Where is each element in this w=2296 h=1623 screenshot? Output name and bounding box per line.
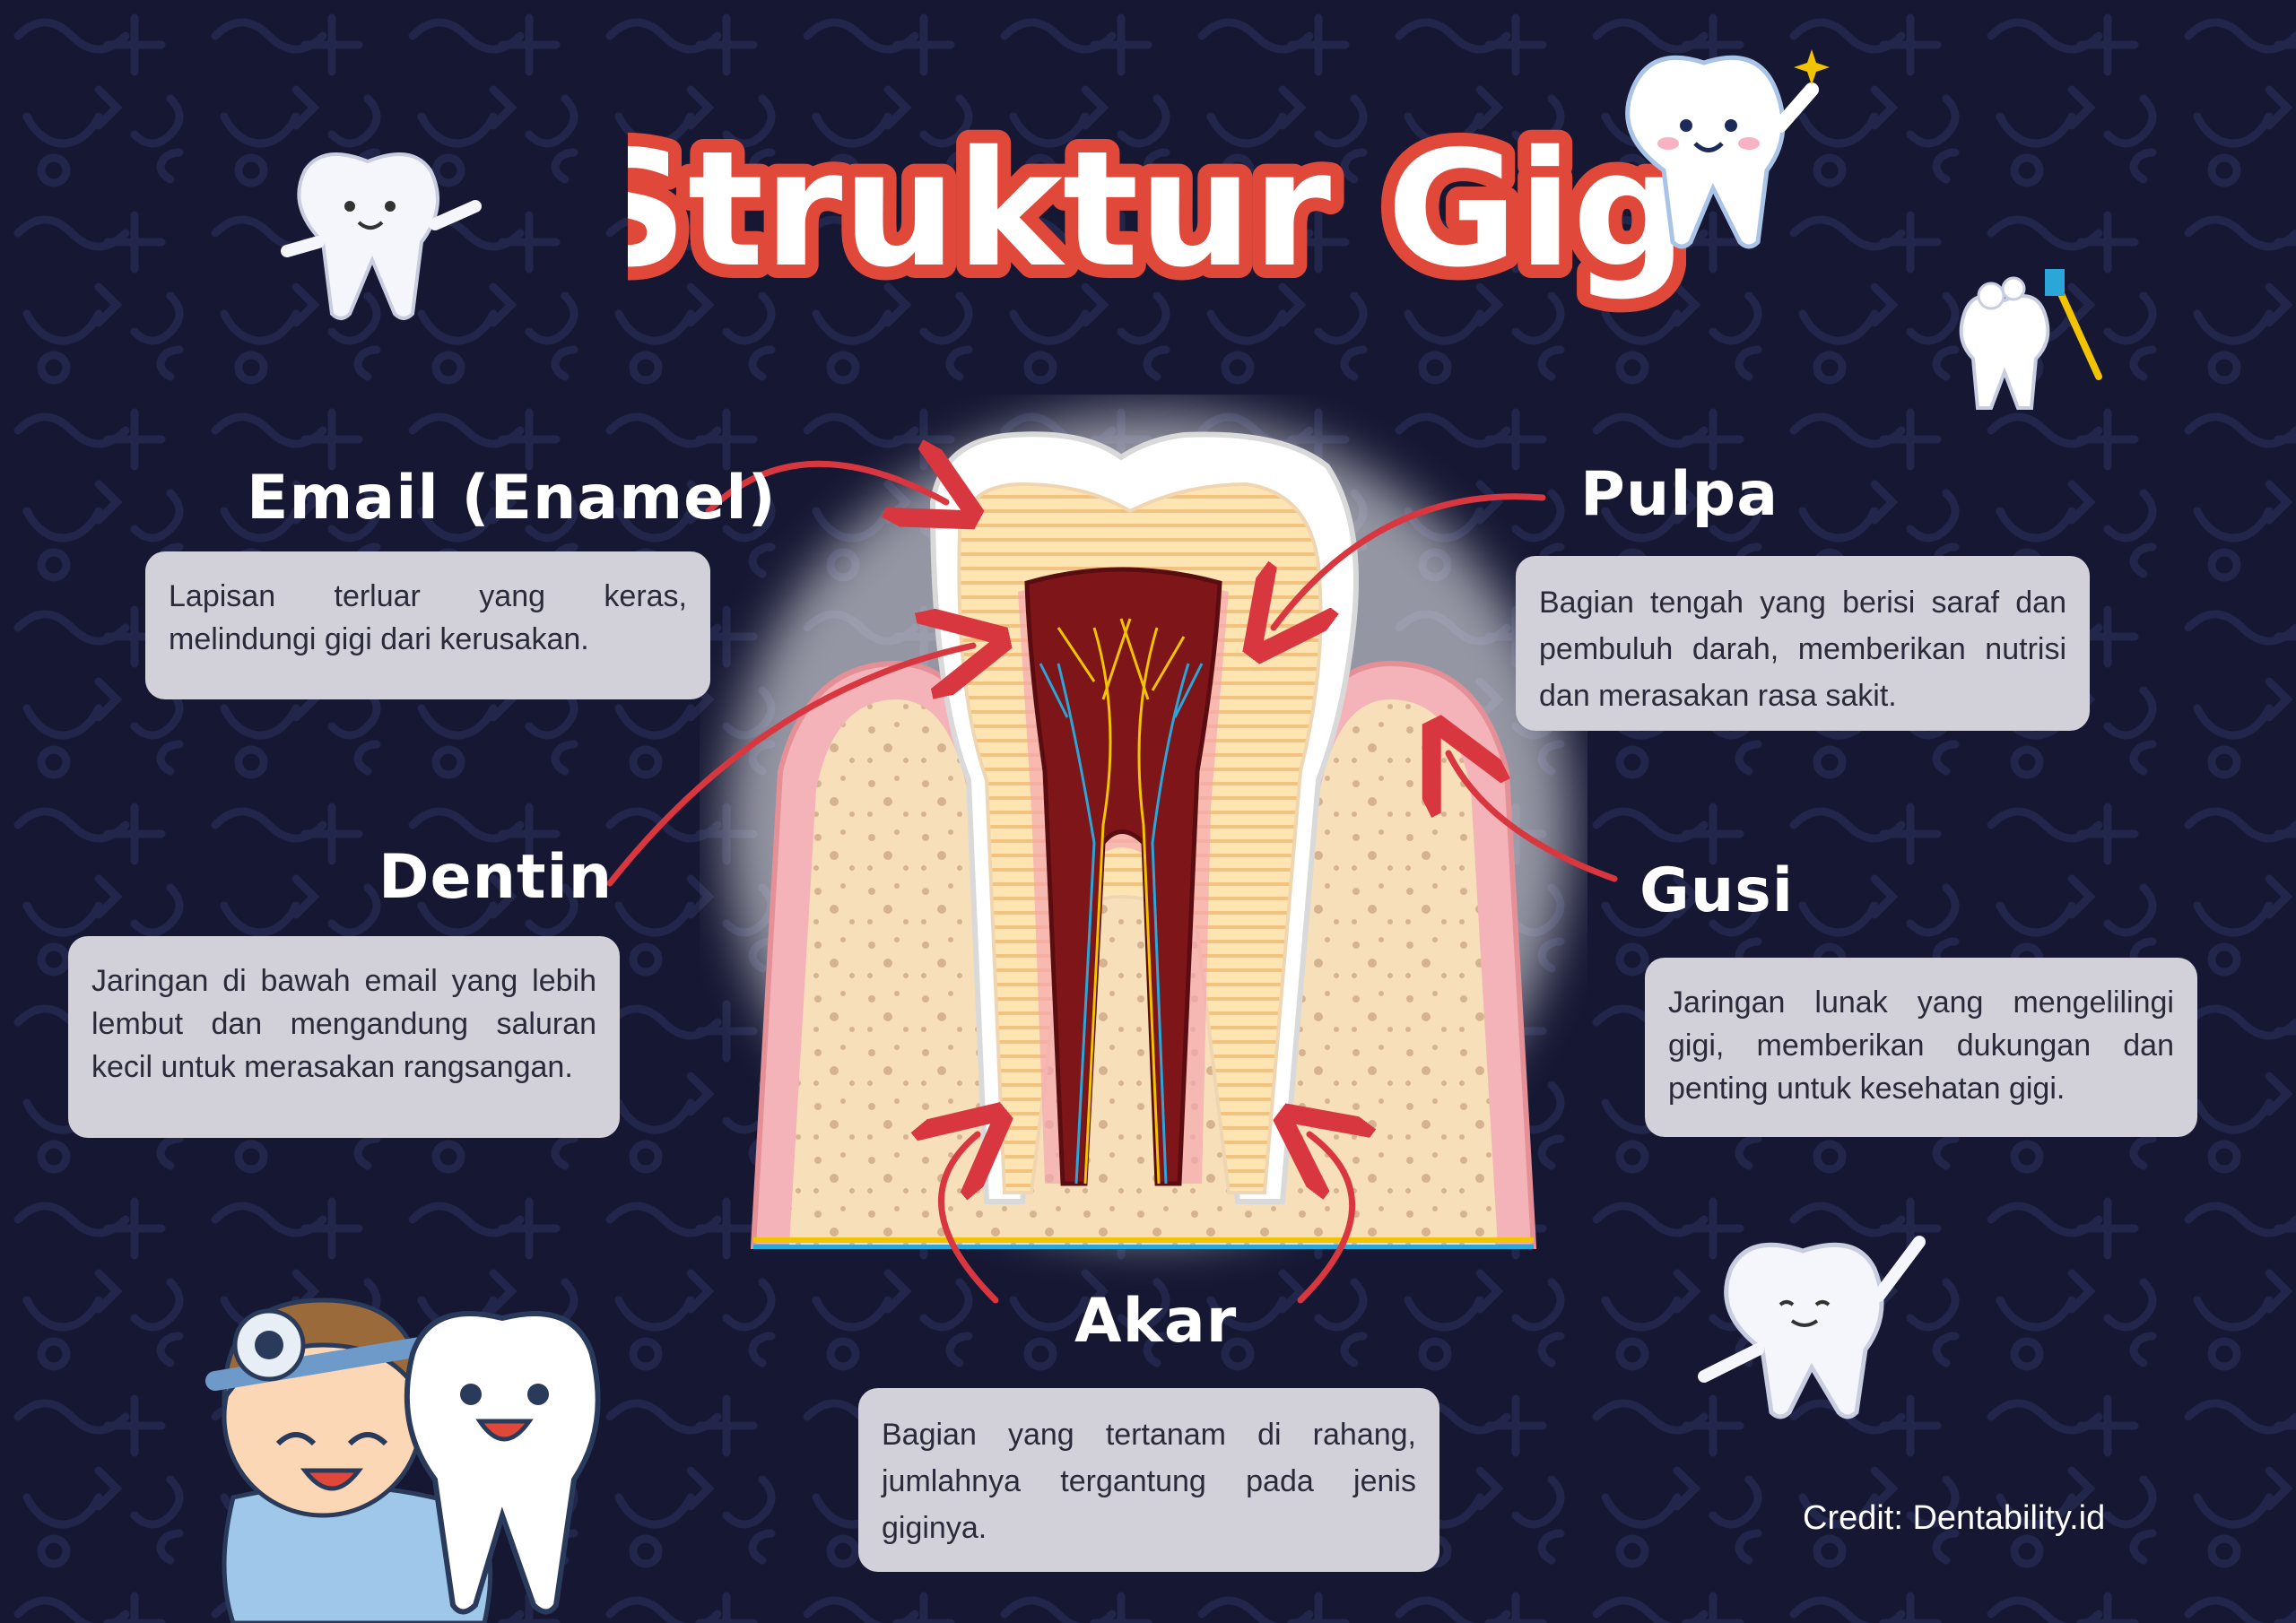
tooth-mascot-icon <box>1625 55 1819 249</box>
arrow-gusi <box>1448 753 1618 882</box>
nerves <box>1039 618 1204 1185</box>
tooth-mascot-icon <box>1698 1236 1926 1419</box>
tooth-mascot-icon <box>281 152 482 320</box>
arrow-pulpa <box>1274 493 1546 628</box>
card-gusi: Jaringan lunak yang mengelilingi gigi, m… <box>1645 958 2197 1137</box>
label-pulpa: Pulpa <box>1580 459 1779 530</box>
arrow-akar-left <box>942 1134 996 1304</box>
card-pulpa: Bagian tengah yang berisi saraf dan pemb… <box>1516 556 2090 731</box>
card-dentin: Jaringan di bawah email yang lebih lembu… <box>68 936 620 1138</box>
dentist-icon <box>205 1298 601 1623</box>
arrow-dentin <box>606 646 973 887</box>
arrow-akar-right <box>1300 1134 1352 1304</box>
card-akar: Bagian yang tertanam di rahang, jumlahny… <box>858 1388 1439 1572</box>
head-mirror-icon <box>232 1308 306 1382</box>
sparkle-icon <box>1794 49 1830 85</box>
toothbrush-icon <box>1959 269 2102 410</box>
label-dentin: Dentin <box>378 842 613 913</box>
page-title: Struktur Gigi <box>559 99 1754 332</box>
label-akar: Akar <box>1074 1286 1238 1357</box>
label-gusi: Gusi <box>1639 855 1795 926</box>
label-email: Email (Enamel) <box>247 463 777 534</box>
title-text: Struktur Gigi <box>628 117 1686 302</box>
credit-text: Credit: Dentability.id <box>1803 1499 2106 1537</box>
arrow-email <box>705 464 946 511</box>
card-email: Lapisan terluar yang keras, melindungi g… <box>145 551 710 699</box>
